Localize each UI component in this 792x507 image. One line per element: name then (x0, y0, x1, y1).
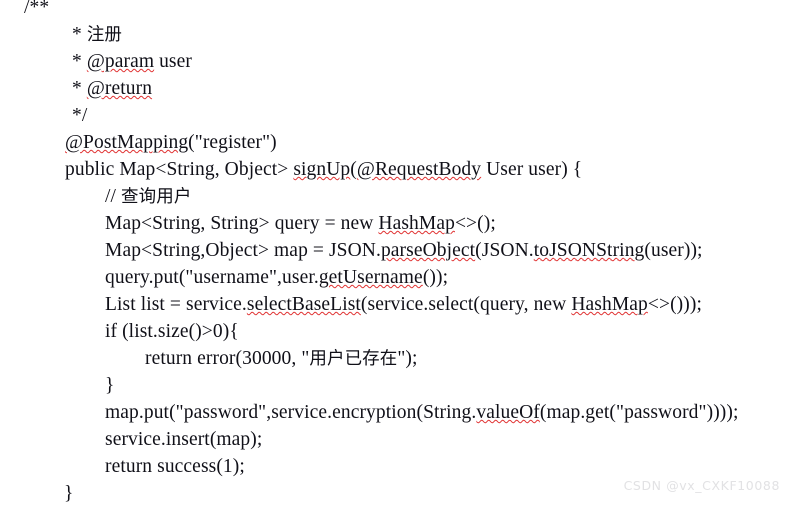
code-line: query.put("username",user.getUsername())… (0, 264, 792, 291)
code-line-text: * @return (72, 78, 153, 99)
code-line-text: if (list.size()>0){ (105, 321, 239, 342)
code-line: * @return (0, 75, 792, 102)
code-line: public Map<String, Object> signUp(@Reque… (0, 156, 792, 183)
code-line-text: map.put("password",service.encryption(St… (105, 402, 739, 423)
code-line: @PostMapping("register") (0, 129, 792, 156)
code-line-text: @PostMapping("register") (65, 132, 277, 153)
code-line: * 注册 (0, 21, 792, 48)
code-line: map.put("password",service.encryption(St… (0, 399, 792, 426)
misspelled-token: parseObject (380, 240, 476, 261)
code-line-text: */ (72, 105, 88, 126)
code-line-text: List list = service.selectBaseList(servi… (105, 294, 702, 315)
code-line: return error(30000, "用户已存在"); (0, 345, 792, 372)
cjk-text: 注册 (86, 25, 123, 45)
misspelled-token: @RequestBody (356, 159, 482, 180)
code-line: */ (0, 102, 792, 129)
code-line: List list = service.selectBaseList(servi… (0, 291, 792, 318)
code-line-text: } (105, 375, 115, 396)
code-line: // 查询用户 (0, 183, 792, 210)
code-line: Map<String, String> query = new HashMap<… (0, 210, 792, 237)
misspelled-token: @PostMapping (65, 132, 189, 153)
misspelled-token: valueOf (476, 402, 540, 423)
code-line: /** (0, 0, 792, 21)
code-line-text: public Map<String, Object> signUp(@Reque… (65, 159, 583, 180)
misspelled-token: signUp (293, 159, 351, 180)
misspelled-token: selectBaseList (246, 294, 361, 315)
code-line-text: return success(1); (105, 456, 245, 477)
code-line-text: Map<String, String> query = new HashMap<… (105, 213, 496, 234)
misspelled-token: toJSONString (533, 240, 645, 261)
cjk-text: 查询用户 (121, 187, 192, 207)
code-line: if (list.size()>0){ (0, 318, 792, 345)
misspelled-token: HashMap (378, 213, 455, 234)
code-line-text: service.insert(map); (105, 429, 263, 450)
code-line: } (0, 480, 792, 507)
misspelled-token: getUsername (318, 267, 423, 288)
code-line-text: * 注册 (72, 24, 123, 45)
cjk-text: 用户已存在 (309, 349, 398, 369)
code-line: Map<String,Object> map = JSON.parseObjec… (0, 237, 792, 264)
code-line: return success(1); (0, 453, 792, 480)
code-line: service.insert(map); (0, 426, 792, 453)
code-line-text: return error(30000, "用户已存在"); (145, 348, 418, 369)
code-line-text: // 查询用户 (105, 186, 192, 207)
misspelled-token: HashMap (571, 294, 648, 315)
code-line-text: /** (24, 0, 50, 18)
code-line-text: * @param user (72, 51, 192, 72)
code-line-text: Map<String,Object> map = JSON.parseObjec… (105, 240, 703, 261)
csdn-watermark: CSDN @vx_CXKF10088 (623, 478, 780, 493)
code-line: } (0, 372, 792, 399)
code-line-text: } (64, 483, 74, 504)
code-line-text: query.put("username",user.getUsername())… (105, 267, 449, 288)
misspelled-token: @return (86, 78, 153, 99)
misspelled-token: @param (86, 51, 155, 72)
code-line: * @param user (0, 48, 792, 75)
